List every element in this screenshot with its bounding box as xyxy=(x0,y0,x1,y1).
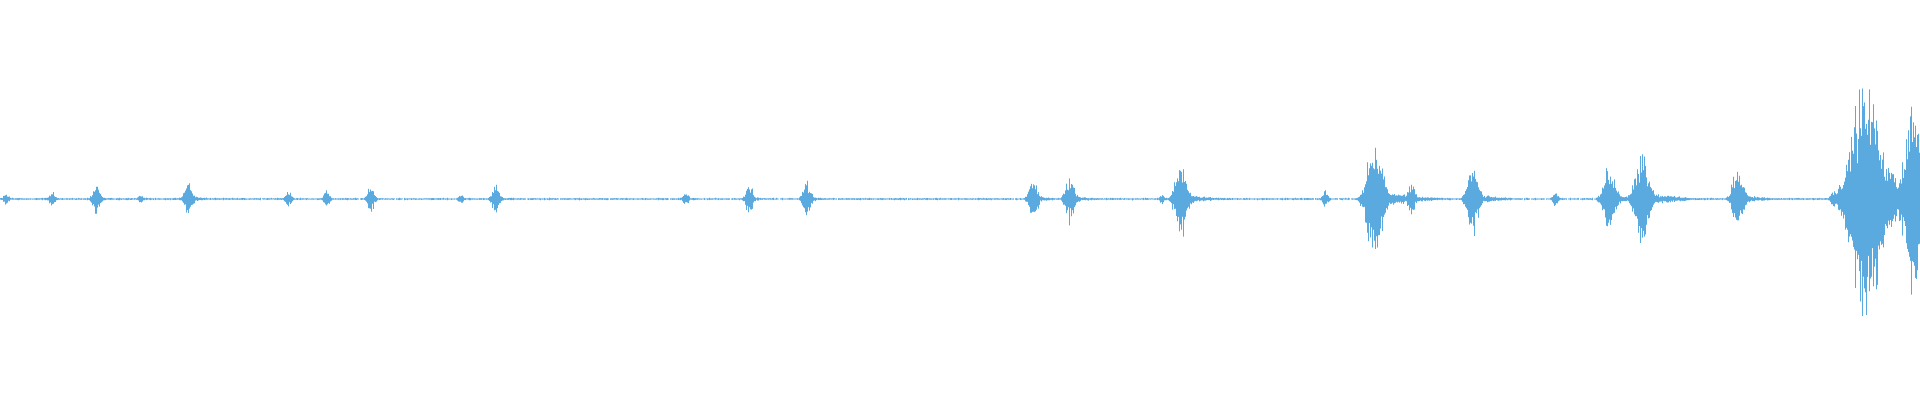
waveform-samples xyxy=(0,88,1920,316)
waveform-signal xyxy=(0,88,1920,316)
